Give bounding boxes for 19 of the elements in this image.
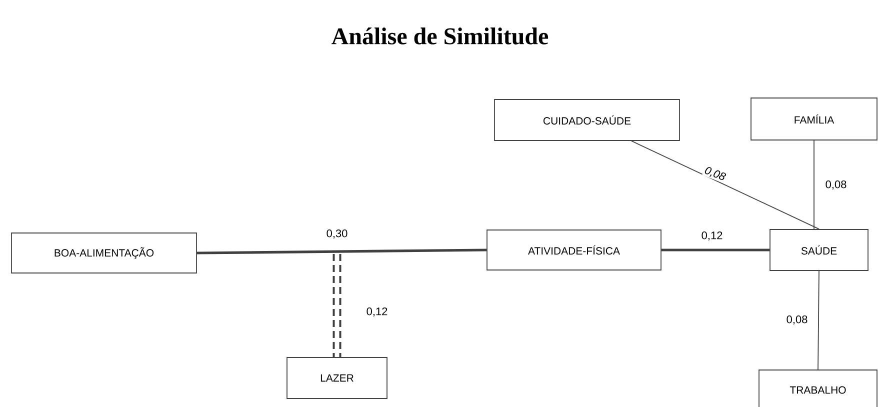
word-box: CUIDADO-SAÚDE — [494, 99, 680, 141]
edge-label: 0,08 — [824, 179, 848, 191]
word-box: ATIVIDADE-FÍSICA — [486, 230, 662, 270]
word-box: FAMÍLIA — [750, 98, 878, 140]
connector-line — [631, 140, 820, 230]
connector-line — [661, 248, 770, 252]
word-box: SAÚDE — [770, 229, 868, 271]
word-box: TRABALHO — [758, 370, 878, 407]
connector-line — [196, 248, 487, 254]
edge-label: 0,12 — [700, 230, 724, 242]
connector-line — [818, 270, 820, 370]
word-box: BOA-ALIMENTAÇÃO — [11, 232, 197, 274]
edge-label: 0,30 — [325, 228, 349, 240]
word-box: LAZER — [286, 357, 388, 399]
title: Análise de Similitude — [332, 28, 548, 44]
edge-label: 0,08 — [785, 314, 809, 326]
edge-label: 0,12 — [365, 306, 389, 318]
connector-line — [332, 254, 342, 358]
edge-label: 0,08 — [702, 164, 728, 184]
